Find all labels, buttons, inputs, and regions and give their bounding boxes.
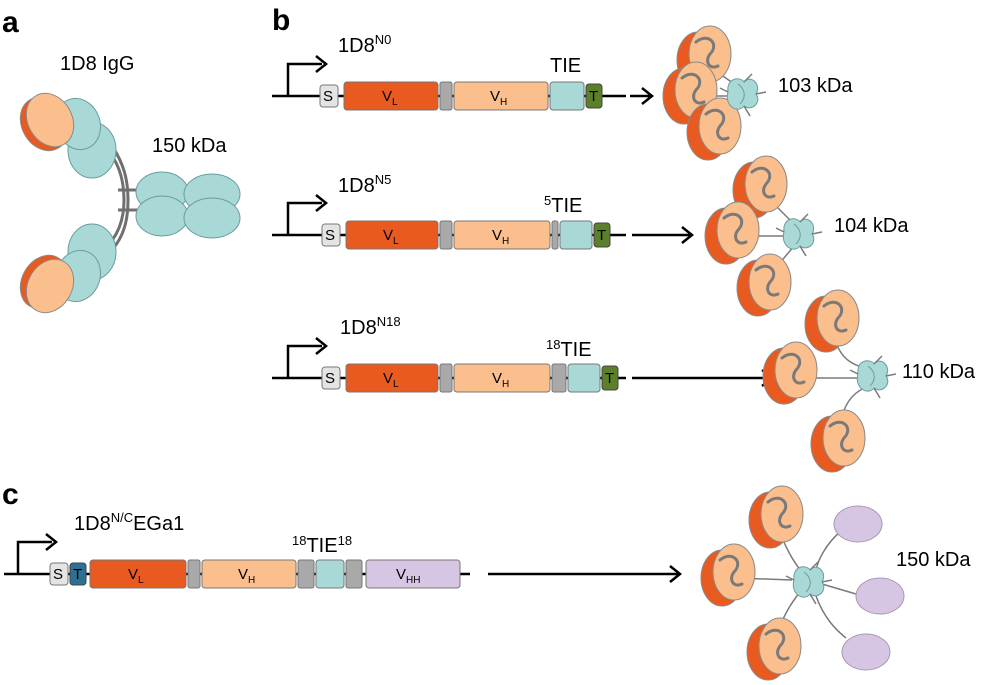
- tie-label: 5TIE: [544, 193, 582, 217]
- construct-n5: 1D8N5 S VL VH 5TIE T 104 kDa: [272, 154, 909, 318]
- mass-label: 103 kDa: [778, 75, 853, 97]
- trimer-icon: [661, 24, 767, 162]
- segment-vl: VL: [128, 566, 144, 586]
- construct-n0: 1D8N0 S VL VH TIE T 103 kDa: [272, 24, 853, 162]
- segment-vh: VH: [492, 227, 509, 247]
- construct-name: 1D8N5: [338, 172, 391, 197]
- panel-label-c: c: [2, 478, 19, 511]
- panel-label-b: b: [272, 4, 290, 37]
- tie-label: TIE: [550, 55, 581, 77]
- segment-vh: VH: [492, 370, 509, 390]
- mass-label: 110 kDa: [902, 361, 976, 383]
- segment-s: S: [325, 227, 335, 244]
- segment-s: S: [53, 566, 63, 583]
- hexavalent-icon: [699, 484, 905, 682]
- promoter-arrow-icon: [286, 336, 328, 380]
- tie-label: 18TIE: [546, 337, 592, 361]
- segment-vl: VL: [383, 227, 399, 247]
- segment-t: T: [597, 227, 606, 244]
- segment-s: S: [325, 370, 335, 387]
- promoter-arrow-icon: [286, 193, 328, 237]
- construct-name: 1D8N18: [340, 314, 401, 339]
- igg-mass: 150 kDa: [152, 135, 227, 157]
- segment-t: T: [589, 88, 598, 105]
- trimer-icon: [703, 154, 823, 318]
- construct-name: 1D8N0: [338, 32, 391, 57]
- mass-label: 150 kDa: [896, 549, 971, 571]
- segment-s: S: [323, 88, 333, 105]
- tie-label: 18TIE18: [292, 533, 352, 557]
- mass-label: 104 kDa: [834, 215, 909, 237]
- igg-name: 1D8 IgG: [60, 53, 134, 75]
- segment-t: T: [605, 370, 614, 387]
- panel-label-a: a: [2, 6, 19, 39]
- segment-vl: VL: [382, 88, 398, 108]
- trimer-icon: [761, 288, 897, 474]
- segment-vl: VL: [383, 370, 399, 390]
- construct-name: 1D8N/CEGa1: [74, 510, 184, 535]
- segment-vhh: VHH: [396, 566, 420, 586]
- segment-t: T: [73, 566, 82, 583]
- construct-egal: 1D8N/CEGa1 S T VL VH 18TIE18 VHH: [4, 484, 971, 682]
- antibody-icon: [19, 92, 241, 314]
- segment-vh: VH: [238, 566, 255, 586]
- construct-n18: 1D8N18 S VL VH 18TIE T 110 kDa: [272, 288, 976, 474]
- segment-vh: VH: [490, 88, 507, 108]
